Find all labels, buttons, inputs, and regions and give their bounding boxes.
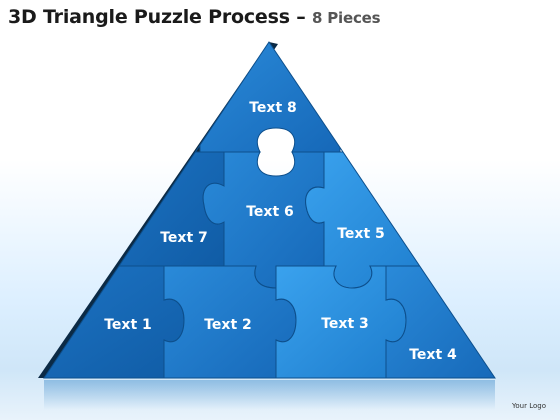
- piece-label-4: Text 4: [409, 347, 457, 363]
- title-main: 3D Triangle Puzzle Process: [8, 6, 290, 28]
- title-dash: –: [296, 6, 306, 28]
- piece-label-7: Text 7: [160, 230, 208, 246]
- pyramid-outline: [43, 41, 496, 379]
- piece-label-1: Text 1: [104, 317, 152, 333]
- page-title: 3D Triangle Puzzle Process – 8 Pieces: [8, 6, 381, 28]
- logo-placeholder: Your Logo: [512, 402, 546, 410]
- piece-label-5: Text 5: [337, 226, 385, 242]
- piece-label-8: Text 8: [249, 100, 297, 116]
- piece-label-2: Text 2: [204, 317, 252, 333]
- puzzle-piece-8: [199, 42, 341, 153]
- pyramid-reflection: [44, 380, 495, 410]
- piece-label-6: Text 6: [246, 204, 294, 220]
- piece-label-3: Text 3: [321, 316, 369, 332]
- title-subtitle: 8 Pieces: [311, 9, 381, 27]
